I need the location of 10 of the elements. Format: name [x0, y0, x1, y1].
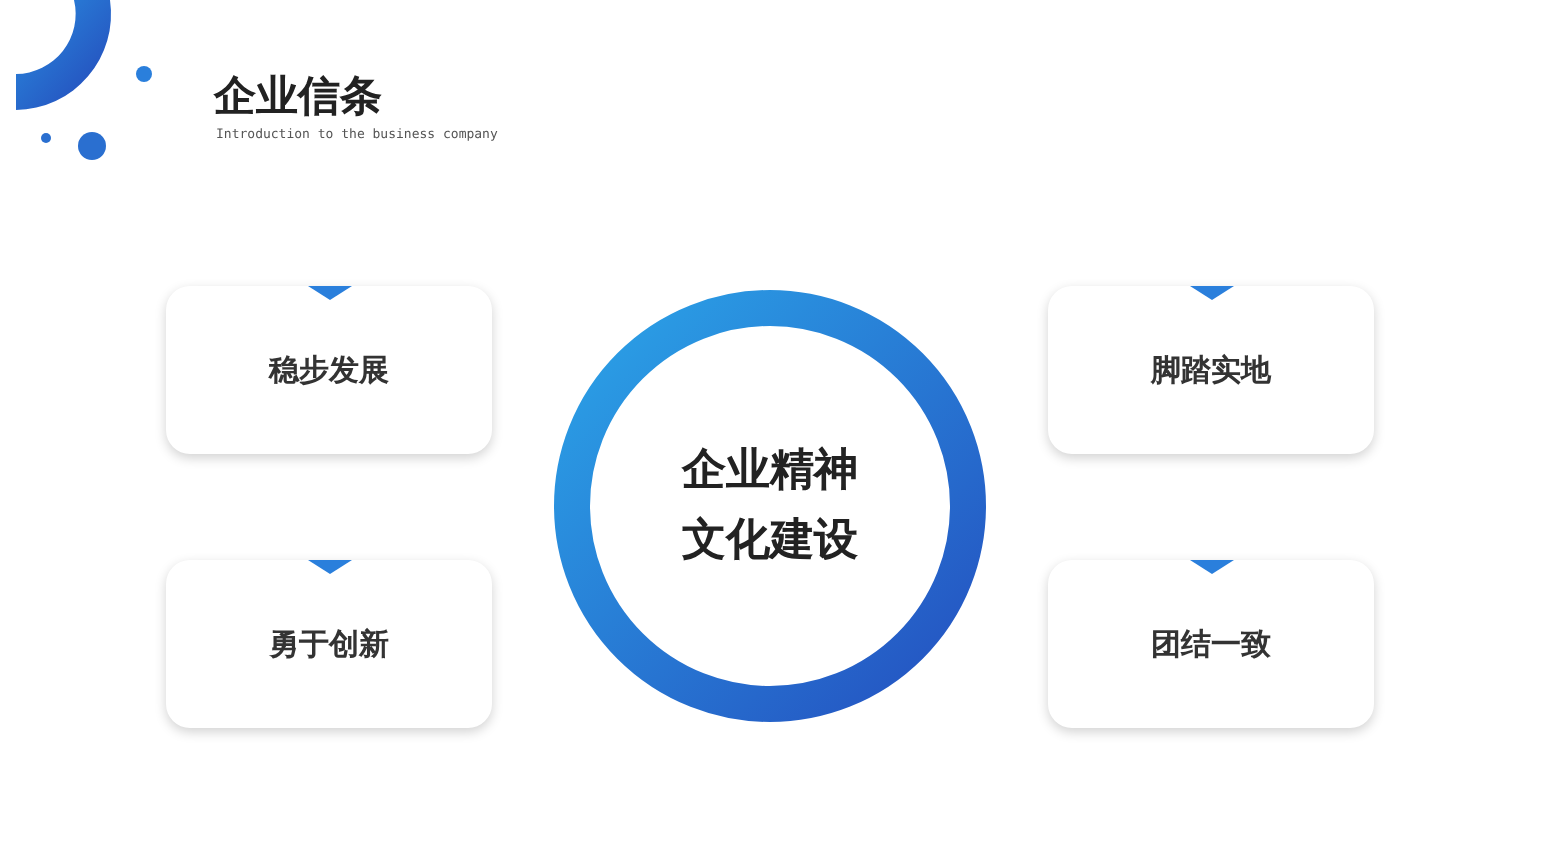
card-label: 脚踏实地 — [1151, 351, 1271, 389]
card-label: 团结一致 — [1151, 625, 1271, 663]
center-text: 企业精神文化建设 — [679, 443, 860, 570]
card-background — [1048, 560, 1374, 728]
card-background — [1048, 286, 1374, 454]
slide-title: 企业信条 — [214, 70, 382, 124]
card-background — [166, 560, 492, 728]
card-label: 稳步发展 — [269, 351, 389, 389]
card-background — [166, 286, 492, 454]
card-label: 勇于创新 — [269, 625, 389, 663]
